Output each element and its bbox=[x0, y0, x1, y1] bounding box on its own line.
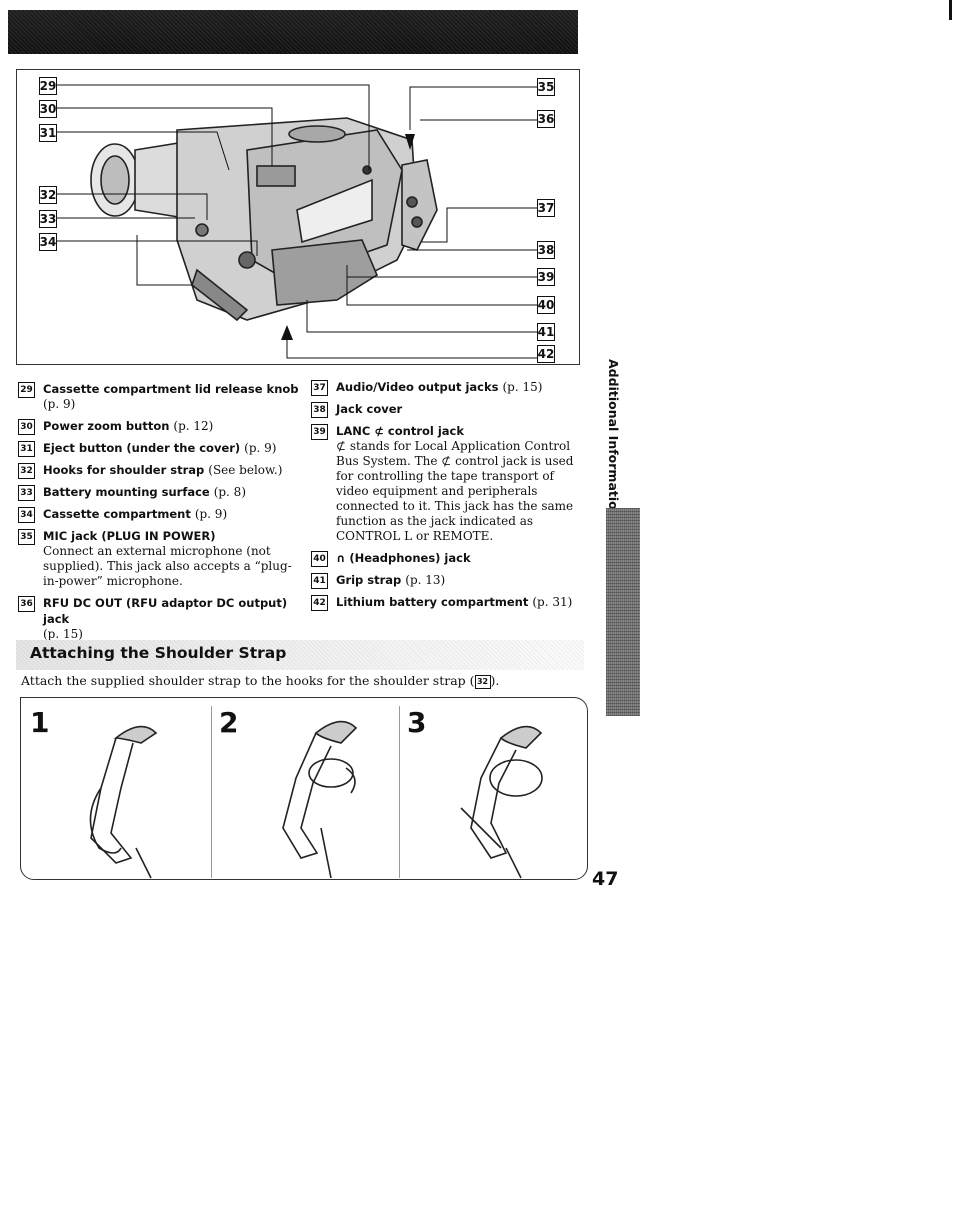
step-divider bbox=[399, 706, 400, 878]
list-item: 41 Grip strap (p. 13) bbox=[311, 572, 586, 589]
item-title: Cassette compartment lid release knob bbox=[43, 382, 299, 396]
item-number: 40 bbox=[311, 551, 328, 567]
item-title: Lithium battery compartment bbox=[336, 595, 529, 609]
list-item: 36 RFU DC OUT (RFU adaptor DC output) ja… bbox=[18, 595, 303, 642]
side-tab-label: Additional Information bbox=[606, 359, 621, 519]
list-item: 42 Lithium battery compartment (p. 31) bbox=[311, 594, 586, 611]
step-number-2: 2 bbox=[219, 706, 239, 739]
item-page: (p. 9) bbox=[194, 507, 228, 521]
item-number: 34 bbox=[18, 507, 35, 523]
callout-34: 34 bbox=[39, 233, 57, 251]
callout-42: 42 bbox=[537, 345, 555, 363]
parts-list-left: 29 Cassette compartment lid release knob… bbox=[18, 381, 303, 648]
callout-36: 36 bbox=[537, 110, 555, 128]
intro-text-end: ). bbox=[490, 673, 500, 688]
list-item: 39 LANC ⊄ control jack ⊄ stands for Loca… bbox=[311, 423, 586, 544]
item-page: (p. 15) bbox=[502, 380, 543, 394]
callout-30: 30 bbox=[39, 100, 57, 118]
callout-37: 37 bbox=[537, 199, 555, 217]
side-tab-marker bbox=[606, 508, 640, 716]
intro-reference: 32 bbox=[474, 674, 491, 689]
item-page: (p. 12) bbox=[173, 419, 214, 433]
callout-35: 35 bbox=[537, 78, 555, 96]
item-number: 39 bbox=[311, 424, 328, 440]
item-number: 32 bbox=[18, 463, 35, 479]
strap-drawings bbox=[89, 720, 543, 879]
section-intro: Attach the supplied shoulder strap to th… bbox=[21, 673, 499, 689]
list-item: 33 Battery mounting surface (p. 8) bbox=[18, 484, 303, 501]
item-title: Grip strap bbox=[336, 573, 402, 587]
list-item: 34 Cassette compartment (p. 9) bbox=[18, 506, 303, 523]
step-number-1: 1 bbox=[30, 706, 50, 739]
item-page: (p. 13) bbox=[405, 573, 446, 587]
item-title: LANC ⊄ control jack bbox=[336, 424, 465, 438]
item-title: MIC jack (PLUG IN POWER) bbox=[43, 529, 216, 543]
item-description: Connect an external microphone (not supp… bbox=[43, 544, 292, 588]
item-number: 42 bbox=[311, 595, 328, 611]
item-title: Jack cover bbox=[336, 402, 403, 416]
list-item: 37 Audio/Video output jacks (p. 15) bbox=[311, 379, 586, 396]
item-title: Audio/Video output jacks bbox=[336, 380, 499, 394]
callout-33: 33 bbox=[39, 210, 57, 228]
item-page: (p. 9) bbox=[43, 397, 76, 411]
item-page: (p. 15) bbox=[43, 627, 83, 641]
item-number: 31 bbox=[18, 441, 35, 457]
list-item: 29 Cassette compartment lid release knob… bbox=[18, 381, 303, 412]
side-tab: Additional Information bbox=[602, 358, 622, 519]
list-item: 32 Hooks for shoulder strap (See below.) bbox=[18, 462, 303, 479]
item-number: 33 bbox=[18, 485, 35, 501]
list-item: 38 Jack cover bbox=[311, 401, 586, 418]
item-number: 35 bbox=[18, 529, 35, 545]
item-title: RFU DC OUT (RFU adaptor DC output) jack bbox=[43, 596, 288, 626]
list-item: 40 ∩ (Headphones) jack bbox=[311, 550, 586, 567]
item-title: ∩ (Headphones) jack bbox=[336, 551, 471, 565]
header-bar bbox=[8, 10, 578, 54]
item-number: 36 bbox=[18, 596, 35, 612]
strap-steps-illustration: 1 2 3 bbox=[20, 697, 588, 880]
intro-text: Attach the supplied shoulder strap to th… bbox=[21, 673, 475, 688]
page-edge-mark bbox=[949, 0, 952, 20]
item-number: 38 bbox=[311, 402, 328, 418]
item-title: Cassette compartment bbox=[43, 507, 191, 521]
item-page: (See below.) bbox=[208, 463, 283, 477]
list-item: 31 Eject button (under the cover) (p. 9) bbox=[18, 440, 303, 457]
step-divider bbox=[211, 706, 212, 878]
list-item: 30 Power zoom button (p. 12) bbox=[18, 418, 303, 435]
item-description: ⊄ stands for Local Application Control B… bbox=[336, 439, 574, 543]
item-number: 37 bbox=[311, 380, 328, 396]
callout-41: 41 bbox=[537, 323, 555, 341]
item-page: (p. 31) bbox=[532, 595, 573, 609]
item-title: Battery mounting surface bbox=[43, 485, 210, 499]
callout-32: 32 bbox=[39, 186, 57, 204]
item-number: 29 bbox=[18, 382, 35, 398]
camcorder-diagram: 29 30 31 32 33 34 35 36 37 38 39 40 41 4… bbox=[16, 69, 580, 365]
section-header-band bbox=[16, 640, 584, 670]
callout-39: 39 bbox=[537, 268, 555, 286]
parts-list-right: 37 Audio/Video output jacks (p. 15) 38 J… bbox=[311, 379, 586, 616]
camcorder-illustration bbox=[57, 84, 537, 359]
item-number: 41 bbox=[311, 573, 328, 589]
callout-40: 40 bbox=[537, 296, 555, 314]
step-number-3: 3 bbox=[407, 706, 427, 739]
item-number: 30 bbox=[18, 419, 35, 435]
callout-38: 38 bbox=[537, 241, 555, 259]
callout-29: 29 bbox=[39, 77, 57, 95]
page-number: 47 bbox=[592, 868, 619, 890]
item-title: Power zoom button bbox=[43, 419, 170, 433]
item-page: (p. 8) bbox=[213, 485, 246, 499]
item-title: Hooks for shoulder strap bbox=[43, 463, 205, 477]
callout-31: 31 bbox=[39, 124, 57, 142]
list-item: 35 MIC jack (PLUG IN POWER) Connect an e… bbox=[18, 528, 303, 589]
item-title: Eject button (under the cover) bbox=[43, 441, 241, 455]
item-page: (p. 9) bbox=[244, 441, 277, 455]
section-title: Attaching the Shoulder Strap bbox=[30, 644, 287, 662]
